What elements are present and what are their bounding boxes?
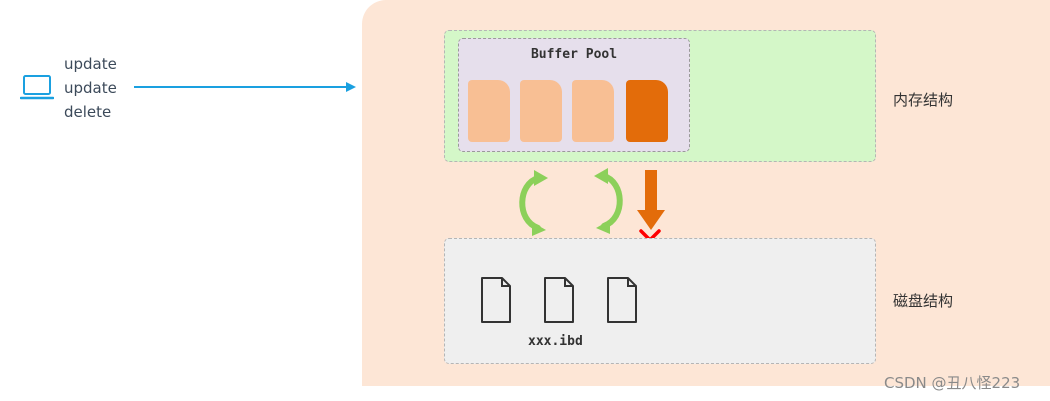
- operation-item: update: [64, 79, 117, 97]
- watermark: CSDN @丑八怪223: [884, 374, 1021, 392]
- operation-item: delete: [64, 103, 112, 121]
- disk-area: [444, 238, 876, 364]
- buffer-pool-title: Buffer Pool: [530, 47, 618, 62]
- request-arrow: [134, 82, 356, 92]
- file-icon: [544, 277, 574, 323]
- buffer-page-clean: [520, 80, 562, 142]
- file-icon: [481, 277, 511, 323]
- refresh-arrow-icon: [594, 168, 623, 234]
- buffer-page-clean: [572, 80, 614, 142]
- memory-label: 内存结构: [893, 91, 954, 109]
- load-arrow-icon: [519, 170, 548, 236]
- laptop-icon: [20, 75, 54, 100]
- operation-list: update update delete: [64, 52, 144, 124]
- file-name: xxx.ibd: [528, 334, 583, 349]
- buffer-page-clean: [468, 80, 510, 142]
- file-icon: [607, 277, 637, 323]
- operation-item: update: [64, 55, 117, 73]
- disk-label: 磁盘结构: [893, 292, 954, 310]
- flush-arrow-icon: [637, 170, 665, 230]
- buffer-page-dirty: [626, 80, 668, 142]
